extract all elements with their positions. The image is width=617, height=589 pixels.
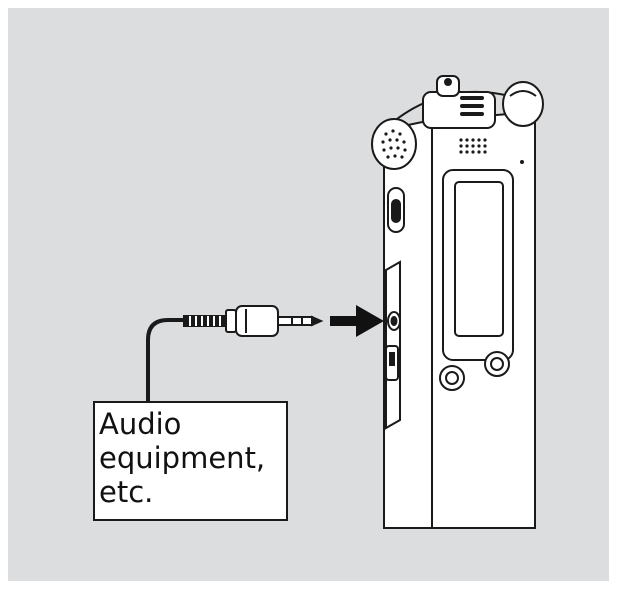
ic-recorder-icon <box>371 75 544 529</box>
line-in-jack-hole <box>390 316 398 326</box>
label-line-1: Audio <box>99 407 182 441</box>
right-mic-capsule <box>502 81 544 127</box>
stereo-mini-plug-icon <box>183 305 324 337</box>
plug-tip <box>311 315 324 327</box>
label-line-3: etc. <box>99 475 154 509</box>
speaker-grille <box>459 138 487 154</box>
arrow-head <box>356 305 384 337</box>
top-mic-hole <box>444 78 452 86</box>
plug-body <box>235 305 279 337</box>
display-screen <box>454 181 504 337</box>
label-line-2: equipment, <box>99 441 266 475</box>
audio-cable <box>146 318 185 404</box>
front-button-left-inner <box>445 371 459 385</box>
arrow-shaft <box>330 316 356 326</box>
plug-pin <box>277 316 313 326</box>
left-mic-capsule <box>371 118 417 170</box>
side-hold-switch-knob <box>391 199 401 223</box>
arrow-right-icon <box>330 305 384 337</box>
plug-grip-ridges <box>189 316 221 326</box>
audio-equipment-label: Audio equipment, etc. <box>93 401 288 521</box>
left-mic-grille <box>381 129 407 159</box>
side-slide-switch-knob <box>389 352 395 366</box>
right-mic-detail <box>509 90 537 97</box>
led-indicator <box>520 160 524 164</box>
plug-collar <box>225 309 237 333</box>
top-mic-grille <box>460 96 484 116</box>
top-mic-housing <box>422 91 496 129</box>
front-button-right-inner <box>490 357 504 371</box>
